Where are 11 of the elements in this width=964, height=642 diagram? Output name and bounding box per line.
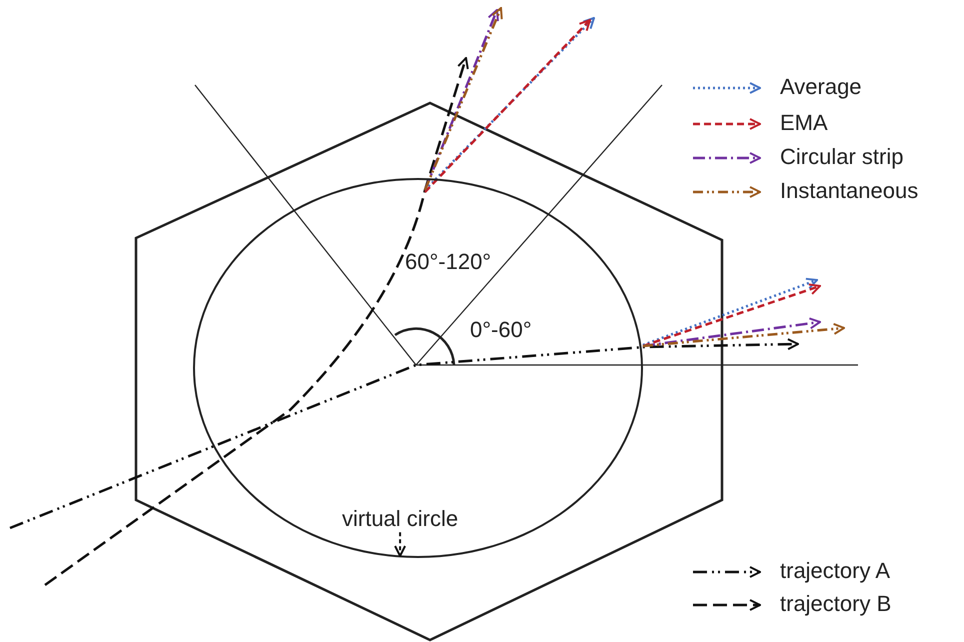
angle-label: 0°-60°	[470, 318, 532, 342]
legend-label: Average	[780, 75, 862, 100]
legend-label: trajectory B	[780, 592, 892, 616]
leader-line	[394, 532, 406, 557]
angle-label: 60°-120°	[405, 250, 492, 274]
circle-outline	[193, 178, 643, 558]
legend-label: trajectory A	[780, 559, 890, 584]
circle-label: virtual circle	[342, 507, 458, 532]
legend-label: EMA	[780, 111, 828, 136]
legend-label: Instantaneous	[780, 179, 918, 204]
legend-label: Circular strip	[780, 145, 904, 170]
